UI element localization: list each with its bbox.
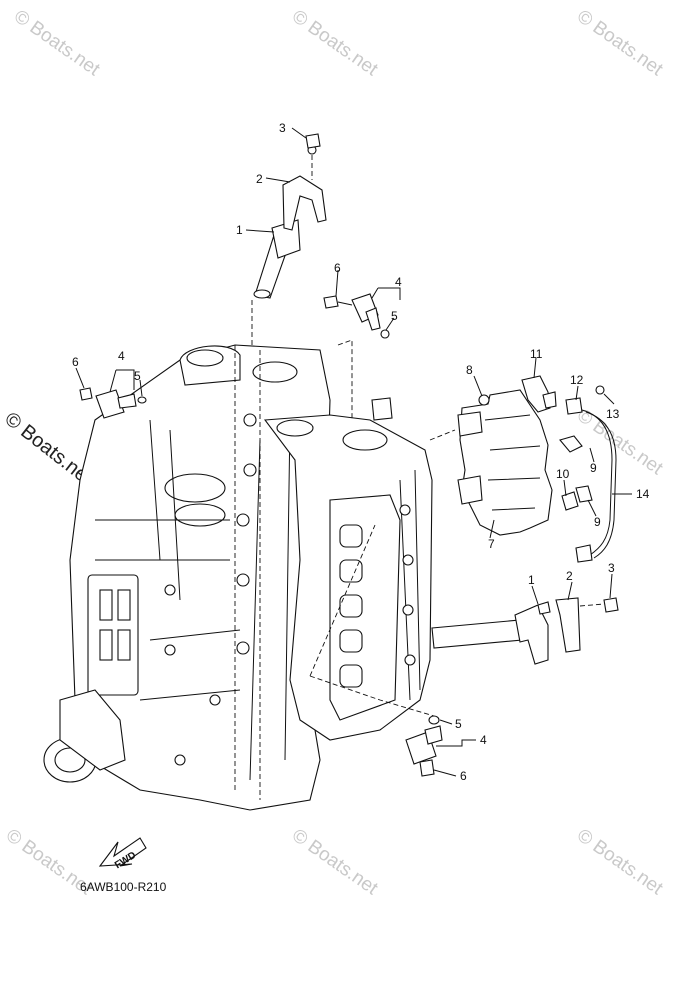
callout-3-top: 3 xyxy=(279,121,286,135)
callout-6-lower: 6 xyxy=(460,769,467,783)
diagram-code: 6AWB100-R210 xyxy=(80,880,167,894)
callout-6-left: 6 xyxy=(72,355,79,369)
sensor-upper xyxy=(323,293,390,420)
callout-4-left: 4 xyxy=(118,349,125,363)
callout-4-upper: 4 xyxy=(395,275,402,289)
callout-7: 7 xyxy=(488,537,495,551)
engine-block-right xyxy=(263,397,433,741)
ignition-coil-right xyxy=(431,597,619,665)
callout-1-right: 1 xyxy=(528,573,535,587)
callout-11: 11 xyxy=(530,347,543,361)
callout-1-top: 1 xyxy=(236,223,243,237)
sensor-left xyxy=(79,387,147,419)
callout-2-right: 2 xyxy=(566,569,573,583)
callout-9a: 9 xyxy=(590,461,597,475)
callout-5-lower: 5 xyxy=(455,717,462,731)
leader-lines xyxy=(75,127,632,777)
sensor-lower xyxy=(309,524,443,777)
engine-block-left xyxy=(43,344,331,811)
callout-4-lower: 4 xyxy=(480,733,487,747)
ignition-coil-top xyxy=(251,133,327,345)
callout-9b: 9 xyxy=(594,515,601,529)
callout-14: 14 xyxy=(636,487,650,501)
callout-5-upper: 5 xyxy=(391,309,398,323)
bracket-assembly xyxy=(429,375,617,563)
fwd-arrow-icon xyxy=(98,837,147,867)
callout-3-right: 3 xyxy=(608,561,615,575)
callout-13: 13 xyxy=(606,407,620,421)
callout-5-left: 5 xyxy=(134,369,141,383)
callout-10: 10 xyxy=(556,467,570,481)
callout-8: 8 xyxy=(466,363,473,377)
callout-6-upper: 6 xyxy=(334,261,341,275)
callout-2-top: 2 xyxy=(256,172,263,186)
callout-12: 12 xyxy=(570,373,584,387)
